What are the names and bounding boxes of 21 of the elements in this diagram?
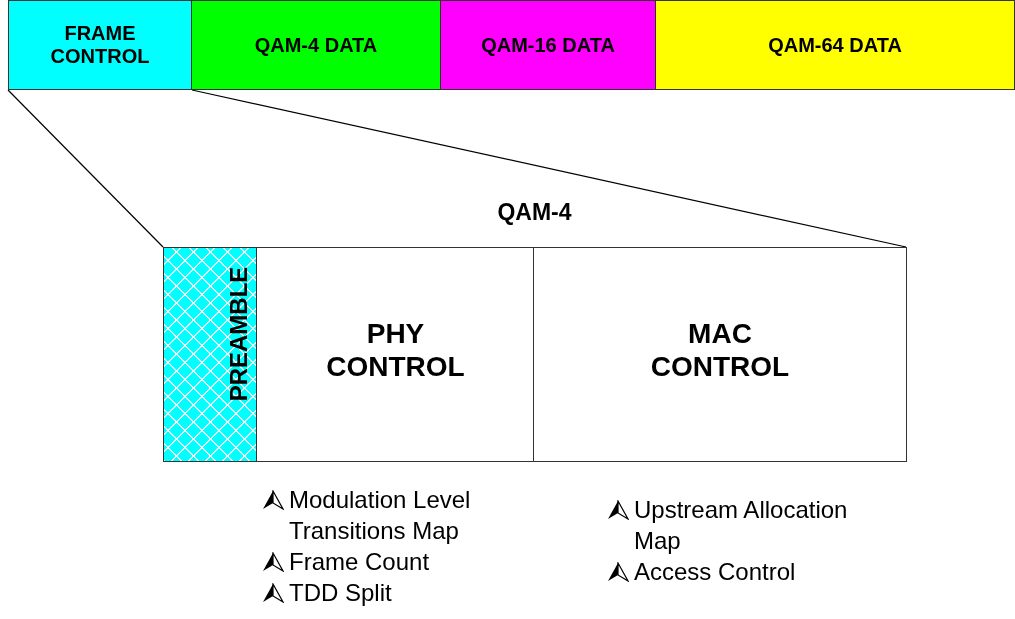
segment-label: FRAME CONTROL bbox=[49, 22, 151, 68]
bullet-text: Modulation Level Transitions Map bbox=[289, 485, 472, 546]
section-heading: QAM-4 bbox=[496, 198, 573, 226]
segment-label: PHY CONTROL bbox=[325, 317, 466, 383]
segment-label: QAM-64 DATA bbox=[767, 33, 903, 57]
frame-segment bbox=[191, 0, 441, 90]
zoom-line bbox=[191, 89, 907, 248]
frame-segment bbox=[655, 0, 1015, 90]
segment-label: QAM-16 DATA bbox=[480, 33, 616, 57]
bullet-text: Access Control bbox=[634, 557, 796, 587]
mac-control-segment bbox=[533, 246, 907, 462]
preamble-segment bbox=[162, 246, 258, 462]
frame-segment bbox=[440, 0, 656, 90]
bullet-text: Upstream Allocation Map bbox=[634, 495, 849, 556]
frame-segment bbox=[8, 0, 192, 90]
zoom-line bbox=[7, 89, 164, 248]
segment-label: MAC CONTROL bbox=[649, 317, 791, 383]
bullet-text: TDD Split bbox=[289, 578, 392, 608]
segment-label: PREAMBLE bbox=[224, 265, 253, 403]
bullet-text: Frame Count bbox=[289, 547, 430, 577]
segment-label: QAM-4 DATA bbox=[253, 33, 379, 57]
